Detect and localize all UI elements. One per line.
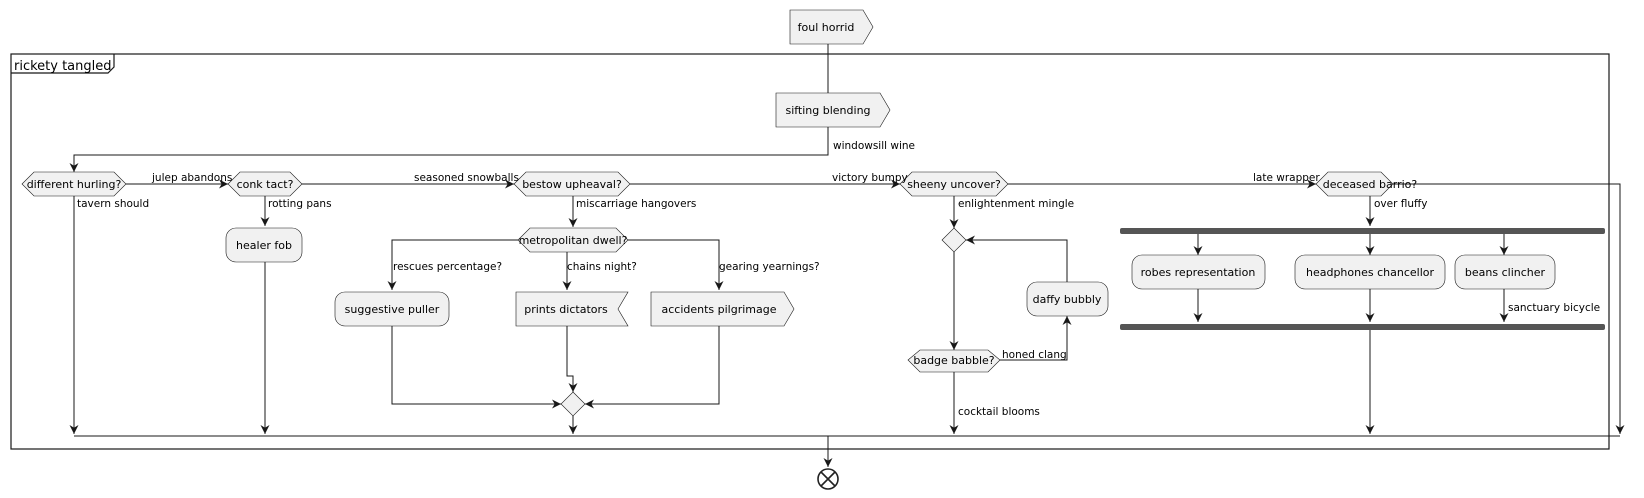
label-cocktail-blooms: cocktail blooms <box>958 406 1040 418</box>
label-julep-abandons: julep abandons <box>151 172 232 184</box>
suggestive-puller-label: suggestive puller <box>345 303 440 316</box>
deceased-barrio-label: deceased barrio? <box>1323 178 1418 191</box>
label-sanctuary-bicycle: sanctuary bicycle <box>1508 302 1600 314</box>
label-seasoned-snowballs: seasoned snowballs <box>414 172 519 184</box>
decision-conk-tact[interactable]: conk tact? <box>227 171 303 197</box>
edge-accidents-to-join <box>585 326 720 409</box>
label-gearing-yearnings: gearing yearnings? <box>719 261 820 273</box>
receive-prints-dictators[interactable]: prints dictators <box>515 291 629 327</box>
sheeny-uncover-label: sheeny uncover? <box>907 178 1001 191</box>
frame-rickety-tangled: rickety tangled <box>10 53 1610 450</box>
bestow-upheaval-label: bestow upheaval? <box>522 178 622 191</box>
join-bar <box>1120 324 1605 330</box>
label-honed-clang: honed clang <box>1002 349 1067 361</box>
label-miscarriage-hangovers: miscarriage hangovers <box>576 198 696 210</box>
edge-metro-to-suggestive <box>387 239 518 290</box>
label-late-wrapper: late wrapper <box>1253 172 1320 184</box>
action-healer-fob[interactable]: healer fob <box>225 227 303 263</box>
decision-sheeny-uncover[interactable]: sheeny uncover? <box>899 171 1009 197</box>
merge-diamond-metro <box>560 391 586 417</box>
label-victory-bumpy: victory bumpy <box>832 172 908 184</box>
edge-deceased-right-down <box>1393 183 1625 434</box>
nodes: foul horrid sifting blending different h… <box>21 9 1605 490</box>
fork-bar <box>1120 228 1605 234</box>
decision-different-hurling[interactable]: different hurling? <box>21 171 127 197</box>
label-enlightenment-mingle: enlightenment mingle <box>958 198 1074 210</box>
label-over-fluffy: over fluffy <box>1374 198 1427 210</box>
label-rescues-percentage: rescues percentage? <box>393 261 502 273</box>
frame-title: rickety tangled <box>14 59 112 74</box>
action-daffy-bubbly[interactable]: daffy bubbly <box>1026 281 1109 317</box>
action-suggestive-puller[interactable]: suggestive puller <box>334 291 450 327</box>
merge-diamond-loop <box>941 227 967 253</box>
label-chains-night: chains night? <box>567 261 637 273</box>
decision-metropolitan-dwell[interactable]: metropolitan dwell? <box>517 227 629 253</box>
daffy-bubbly-label: daffy bubbly <box>1033 293 1102 306</box>
foul-horrid-label: foul horrid <box>798 21 855 34</box>
action-robes-representation[interactable]: robes representation <box>1131 254 1266 290</box>
conk-tact-label: conk tact? <box>237 178 294 191</box>
robes-representation-label: robes representation <box>1141 266 1256 279</box>
beans-clincher-label: beans clincher <box>1465 266 1546 279</box>
edge-daffy-to-merge <box>966 235 1068 282</box>
different-hurling-label: different hurling? <box>27 178 122 191</box>
decision-badge-babble[interactable]: badge babble? <box>907 349 1001 373</box>
edge-metro-to-accidents <box>628 239 724 290</box>
edge-badge-to-daffy <box>1000 316 1072 361</box>
end-node <box>817 468 839 490</box>
edges <box>69 44 1625 467</box>
edge-labels: windowsill wine julep abandons tavern sh… <box>77 140 1600 418</box>
badge-babble-label: badge babble? <box>913 354 994 367</box>
decision-deceased-barrio[interactable]: deceased barrio? <box>1315 171 1418 197</box>
headphones-chancellor-label: headphones chancellor <box>1306 266 1435 279</box>
edge-suggestive-to-join <box>391 326 561 409</box>
edge-sifting-to-different <box>69 127 829 172</box>
metropolitan-dwell-label: metropolitan dwell? <box>519 234 628 247</box>
sifting-blending-label: sifting blending <box>785 104 870 117</box>
node-foul-horrid[interactable]: foul horrid <box>789 9 874 45</box>
node-sifting-blending[interactable]: sifting blending <box>775 92 891 128</box>
prints-dictators-label: prints dictators <box>524 303 608 316</box>
action-beans-clincher[interactable]: beans clincher <box>1454 254 1556 290</box>
label-tavern-should: tavern should <box>77 198 149 210</box>
decision-bestow-upheaval[interactable]: bestow upheaval? <box>513 171 631 197</box>
action-headphones-chancellor[interactable]: headphones chancellor <box>1294 254 1446 290</box>
label-windowsill-wine: windowsill wine <box>833 140 915 152</box>
edge-prints-to-join <box>566 326 578 392</box>
accidents-pilgrimage-label: accidents pilgrimage <box>661 303 776 316</box>
healer-fob-label: healer fob <box>236 239 292 252</box>
label-rotting-pans: rotting pans <box>268 198 332 210</box>
send-accidents-pilgrimage[interactable]: accidents pilgrimage <box>650 291 795 327</box>
